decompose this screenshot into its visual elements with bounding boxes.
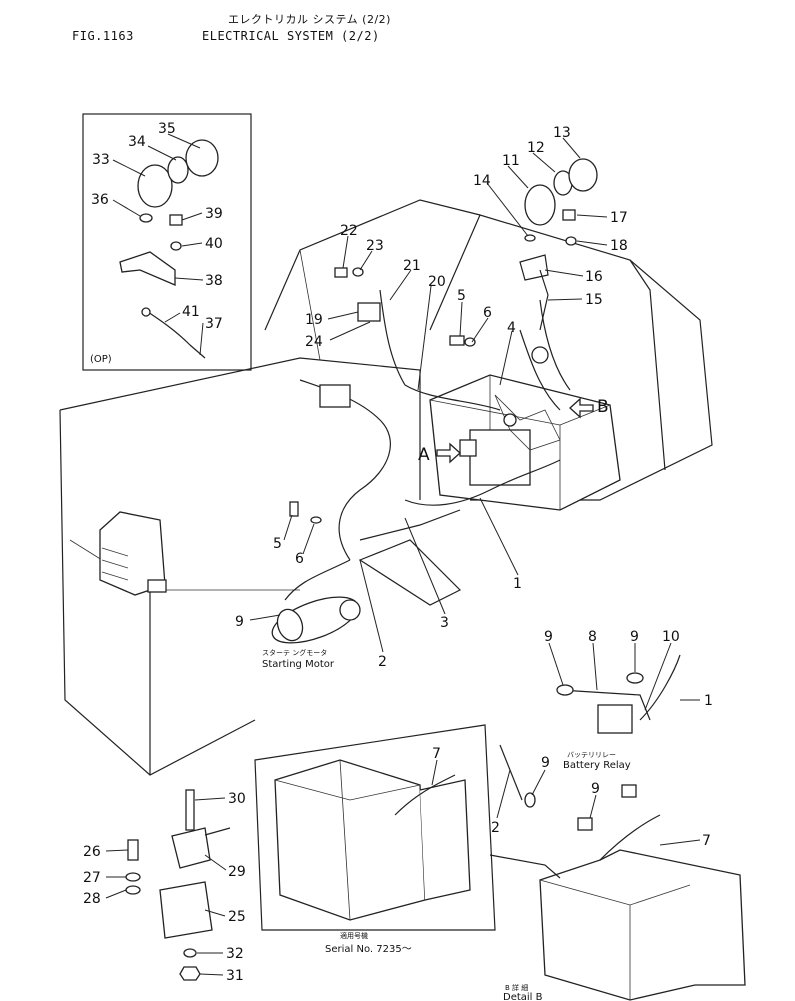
machine-body [59,199,713,776]
callout-10: 10 [662,629,680,645]
callout-31: 31 [226,968,244,984]
callout-40: 40 [205,236,223,252]
leader-lines [105,133,701,976]
callout-14: 14 [473,173,491,189]
callout-9-detail-a: 9 [541,755,550,771]
detail-b-label: Detail B [503,992,543,1001]
callout-1-relay: 1 [704,693,713,709]
title-japanese: エレクトリカル システム (2/2) [228,13,391,26]
callout-7-detail: 7 [702,833,711,849]
callout-9-detail-b: 9 [591,781,600,797]
callout-35: 35 [158,121,176,137]
callout-numbers: 35 34 33 36 39 40 38 41 37 13 12 11 14 1… [83,121,713,984]
starting-motor [271,596,361,644]
starting-motor-label-jp: スターテ ングモータ [262,648,327,657]
option-lamp-inset: (OP) [82,113,252,371]
battery-relay-label: Battery Relay [563,760,631,771]
callout-9-relay-a: 9 [544,629,553,645]
callout-29: 29 [228,864,246,880]
callout-27: 27 [83,870,101,886]
callout-33: 33 [92,152,110,168]
callout-5-lower: 5 [273,536,282,552]
detail-b: バッテリリレー Battery Relay B 詳 細 Detail B [489,654,746,1001]
callout-39: 39 [205,206,223,222]
callout-36: 36 [91,192,109,208]
starting-motor-label: Starting Motor [262,659,335,670]
callout-24: 24 [305,334,323,350]
battery-relay-label-jp: バッテリリレー [567,751,616,759]
callout-30: 30 [228,791,246,807]
callout-7-serial: 7 [432,746,441,762]
callout-23: 23 [366,238,384,254]
battery-detail-box: 適用号機 Serial No. 7235～ [254,724,496,955]
callout-17: 17 [610,210,628,226]
work-lamp [519,158,598,331]
callout-20: 20 [428,274,446,290]
callout-3: 3 [440,615,449,631]
callout-4: 4 [507,320,516,336]
callout-13: 13 [553,125,571,141]
callout-26: 26 [83,844,101,860]
callout-22: 22 [340,223,358,239]
serial-label-jp: 適用号機 [340,931,368,940]
callout-8: 8 [588,629,597,645]
callout-9-motor: 9 [235,614,244,630]
view-a-label: A [418,445,430,465]
callout-18: 18 [610,238,628,254]
callout-41: 41 [182,304,200,320]
callout-2-main: 2 [378,654,387,670]
callout-25: 25 [228,909,246,925]
callout-15: 15 [585,292,603,308]
callout-38: 38 [205,273,223,289]
callout-37: 37 [205,316,223,332]
detail-b-label-jp: B 詳 細 [505,983,528,992]
callout-16: 16 [585,269,603,285]
callout-21: 21 [403,258,421,274]
callout-5-upper: 5 [457,288,466,304]
callout-2-detail: 2 [491,820,500,836]
callout-9-relay-b: 9 [630,629,639,645]
callout-11: 11 [502,153,520,169]
callout-34: 34 [128,134,146,150]
battery-bracket-assembly [125,789,231,981]
callout-19: 19 [305,312,323,328]
view-b-label: B [597,397,609,417]
callout-28: 28 [83,891,101,907]
callout-6-upper: 6 [483,305,492,321]
callout-1-main: 1 [513,576,522,592]
serial-label: Serial No. 7235～ [325,944,412,955]
battery-box [429,374,621,511]
view-arrows: A B [418,397,609,465]
option-label: (OP) [90,354,112,365]
callout-32: 32 [226,946,244,962]
page-title: ELECTRICAL SYSTEM (2/2) [202,29,380,43]
figure-number: FIG.1163 [72,29,134,43]
wiring-harness [284,289,571,601]
callout-12: 12 [527,140,545,156]
callout-6-lower: 6 [295,551,304,567]
